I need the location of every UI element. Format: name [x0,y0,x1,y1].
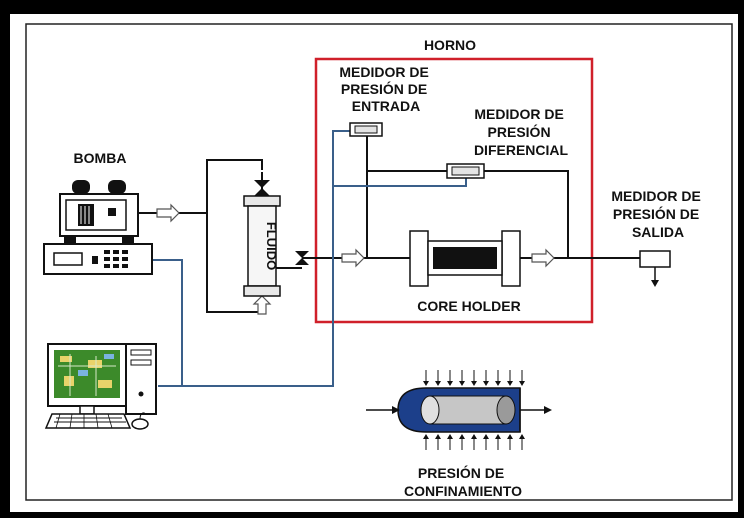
data-cables [152,130,467,387]
pump [43,180,153,275]
confinement-detail [366,370,552,450]
label-medidor-diferencial: MEDIDOR DE PRESIÓN DIFERENCIAL [474,106,569,158]
valve-side [295,251,309,265]
label-horno: HORNO [424,37,476,53]
inlet-gauge [349,122,383,137]
cable-inlet [182,130,350,387]
computer [44,343,157,430]
label-fluido: FLUIDO [264,222,279,270]
valve-top [254,180,270,196]
flow-arrows [156,203,555,315]
valves [254,180,309,265]
differential-gauge [446,163,485,179]
outlet-gauge [639,250,671,287]
label-confinamiento: PRESIÓN DE CONFINAMIENTO [404,464,522,499]
fluid-column [243,195,281,297]
pipe-network [138,135,640,313]
label-bomba: BOMBA [74,150,127,166]
inner-border [25,23,733,501]
confinement-arrows-bottom [425,436,523,450]
label-medidor-salida: MEDIDOR DE PRESIÓN DE SALIDA [611,188,704,240]
cable-pump [152,259,183,387]
label-medidor-entrada: MEDIDOR DE PRESIÓN DE ENTRADA [339,64,432,114]
oven-box [314,57,594,324]
core-holder [409,230,521,287]
label-core-holder: CORE HOLDER [417,298,520,314]
confinement-arrows-top [425,370,523,384]
cable-diff [333,177,467,187]
